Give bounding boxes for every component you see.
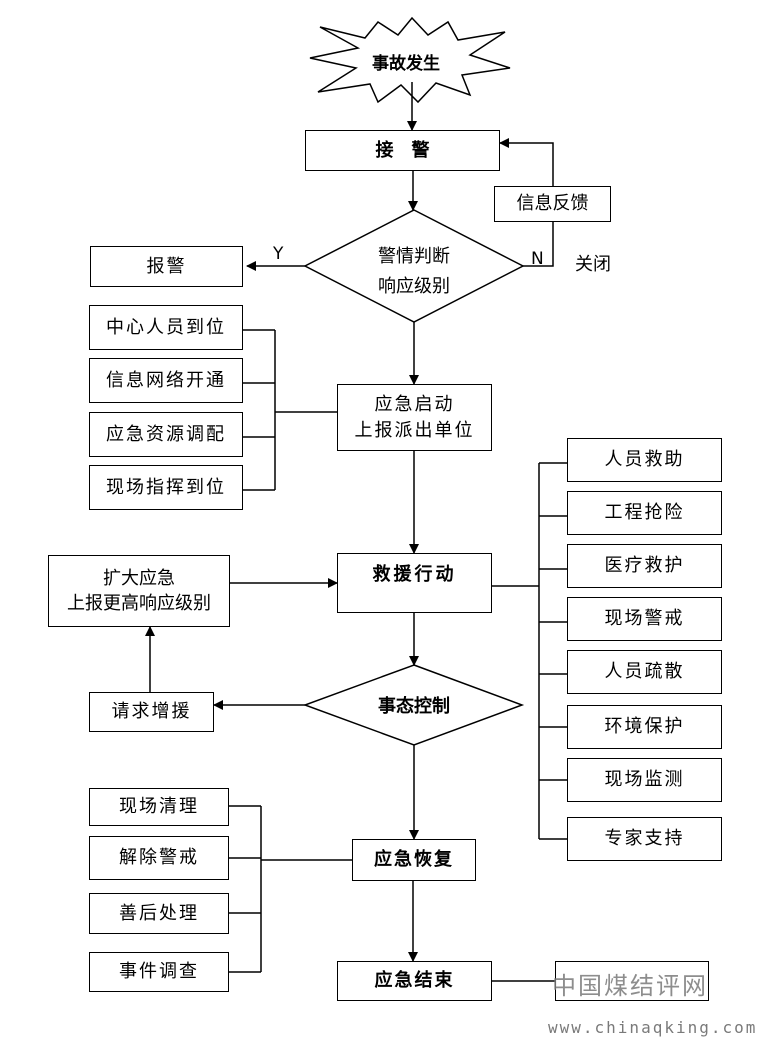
receive-alarm-box: 接 警 xyxy=(305,130,500,171)
start-label: 事故发生 xyxy=(372,54,440,74)
emergency-start-box: 应急启动 上报派出单位 xyxy=(337,384,492,451)
action-box-3: 医疗救护 xyxy=(567,544,722,588)
action-box-8: 专家支持 xyxy=(567,817,722,861)
action-box-7: 现场监测 xyxy=(567,758,722,802)
action-box-5: 人员疏散 xyxy=(567,650,722,694)
watermark-frame-box xyxy=(555,961,709,1001)
recover-box-4: 事件调查 xyxy=(89,952,229,992)
recover-box-1: 现场清理 xyxy=(89,788,229,826)
judge-line-1: 警情判断 xyxy=(378,246,450,267)
request-support-box: 请求增援 xyxy=(89,692,214,732)
watermark-url: www.chinaqking.com xyxy=(548,1018,758,1037)
alarm-box: 报警 xyxy=(90,246,243,287)
watermark-cn: 中国煤结评网 xyxy=(552,972,708,1000)
expand-emergency-box: 扩大应急 上报更高响应级别 xyxy=(48,555,230,627)
action-box-1: 人员救助 xyxy=(567,438,722,482)
prep-box-2: 信息网络开通 xyxy=(89,358,243,403)
rescue-action-box: 救援行动 xyxy=(337,553,492,613)
prep-box-4: 现场指挥到位 xyxy=(89,465,243,510)
recover-box-3: 善后处理 xyxy=(89,893,229,934)
expand-line-1: 扩大应急 xyxy=(103,567,175,589)
action-box-2: 工程抢险 xyxy=(567,491,722,535)
emergency-end-box: 应急结束 xyxy=(337,961,492,1001)
expand-line-2: 上报更高响应级别 xyxy=(67,593,211,614)
emergency-start-line-1: 应急启动 xyxy=(374,394,455,416)
no-label: N xyxy=(531,249,544,269)
control-label: 事态控制 xyxy=(378,696,450,717)
judge-line-2: 响应级别 xyxy=(378,276,450,297)
info-feedback-box: 信息反馈 xyxy=(494,186,611,222)
action-box-6: 环境保护 xyxy=(567,705,722,749)
action-box-4: 现场警戒 xyxy=(567,597,722,641)
emergency-start-line-2: 上报派出单位 xyxy=(354,419,475,441)
close-label: 关闭 xyxy=(575,254,611,275)
recover-box-2: 解除警戒 xyxy=(89,836,229,880)
prep-box-1: 中心人员到位 xyxy=(89,305,243,350)
start-burst-shape xyxy=(309,16,511,104)
yes-label: Y xyxy=(273,244,284,264)
emergency-recovery-box: 应急恢复 xyxy=(352,839,476,881)
prep-box-3: 应急资源调配 xyxy=(89,412,243,457)
